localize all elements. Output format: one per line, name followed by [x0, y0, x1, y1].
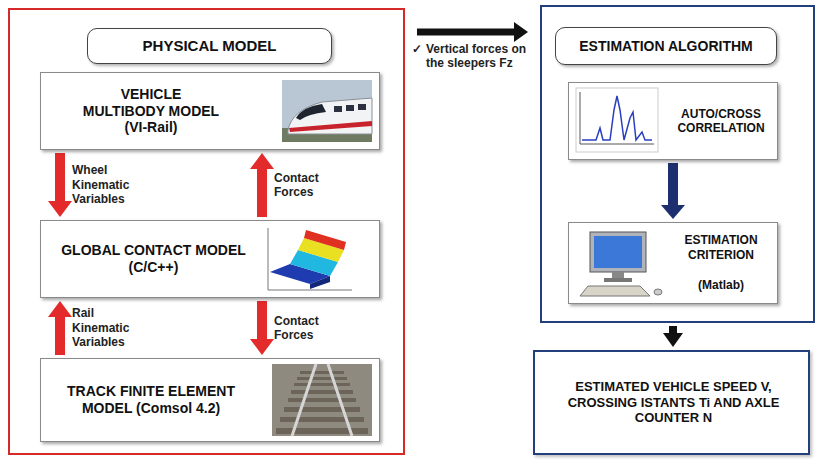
arrow-label: Wheel Kinematic Variables	[72, 163, 142, 206]
text-area: ESTIMATION CRITERION (Matlab)	[667, 223, 775, 303]
contact-surface-plot	[268, 228, 352, 290]
text-area: TRACK FINITE ELEMENT MODEL (Comsol 4.2)	[51, 359, 251, 441]
group-frame: ESTIMATION ALGORITHM AUTO/CROSS CORRELATI…	[540, 5, 815, 323]
heading-box: ESTIMATION ALGORITHM	[555, 27, 777, 65]
group-frame: PHYSICAL MODEL VEHICLE MULTIBODY MODEL (V…	[8, 8, 405, 455]
correlation-plot	[576, 88, 658, 152]
box-label: TRACK FINITE ELEMENT MODEL (Comsol 4.2)	[64, 383, 239, 417]
text-area: GLOBAL CONTACT MODEL (C/C++)	[46, 221, 261, 297]
model-box: GLOBAL CONTACT MODEL (C/C++)	[40, 220, 380, 298]
text-area: AUTO/CROSS CORRELATION	[667, 83, 775, 159]
arrow-label: Rail Kinematic Variables	[72, 306, 142, 349]
flow-arrow	[257, 301, 267, 339]
box-label: ESTIMATION CRITERION	[667, 233, 775, 262]
flow-arrow	[257, 169, 267, 217]
box-label: AUTO/CROSS CORRELATION	[667, 107, 775, 136]
text-area: VEHICLE MULTIBODY MODEL (VI-Rail)	[51, 73, 251, 149]
track-picture	[272, 364, 372, 436]
computer-icon	[580, 232, 662, 296]
section-title: PHYSICAL MODEL	[143, 37, 277, 55]
process-box: AUTO/CROSS CORRELATION	[568, 82, 778, 160]
check-mark: ✓	[412, 42, 422, 56]
box-label: (Matlab)	[698, 278, 744, 292]
arrow-label: Contact Forces	[274, 314, 344, 343]
output-box: ESTIMATED VEHICLE SPEED V, CROSSING ISTA…	[533, 350, 810, 455]
flow-arrow	[669, 326, 677, 333]
flow-arrow	[668, 163, 678, 205]
box-label: ESTIMATED VEHICLE SPEED V, CROSSING ISTA…	[547, 379, 800, 426]
flow-arrow	[417, 29, 514, 36]
train-picture	[282, 80, 372, 142]
heading-box: PHYSICAL MODEL	[87, 28, 332, 64]
model-box: VEHICLE MULTIBODY MODEL (VI-Rail)	[40, 72, 380, 150]
arrow-label: Vertical forces on the sleepers Fz	[426, 42, 536, 71]
flow-arrow	[55, 153, 65, 201]
section-title: ESTIMATION ALGORITHM	[579, 38, 752, 55]
flow-arrow	[55, 317, 65, 355]
text-area: ESTIMATED VEHICLE SPEED V, CROSSING ISTA…	[547, 352, 800, 453]
process-box: ESTIMATION CRITERION (Matlab)	[568, 222, 778, 304]
model-box: TRACK FINITE ELEMENT MODEL (Comsol 4.2)	[40, 358, 380, 442]
box-label: VEHICLE MULTIBODY MODEL (VI-Rail)	[80, 86, 222, 136]
arrow-label: Contact Forces	[274, 171, 344, 200]
box-label: GLOBAL CONTACT MODEL (C/C++)	[46, 242, 261, 276]
